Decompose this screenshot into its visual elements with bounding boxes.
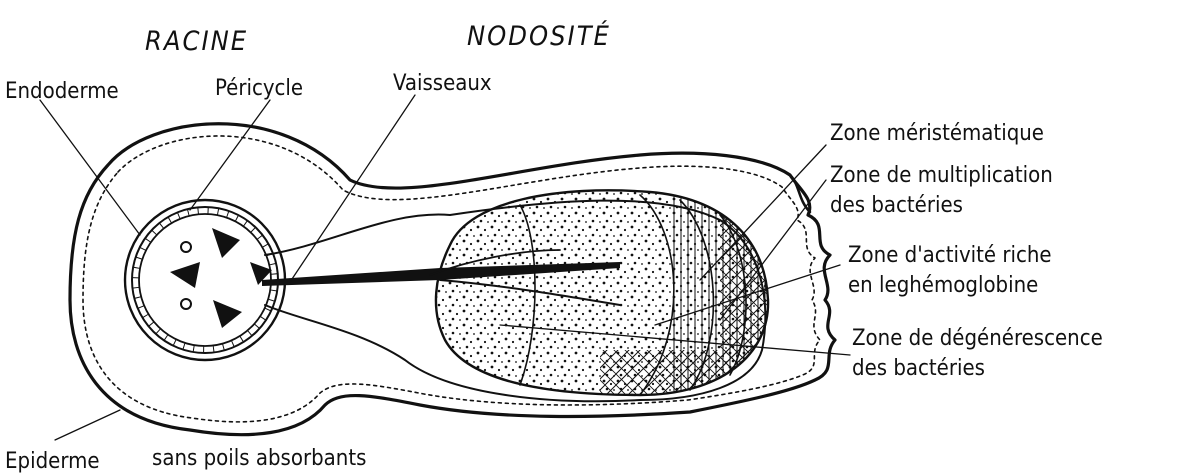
label-zone-multiplication-line2: des bactéries xyxy=(830,193,963,218)
label-zone-degenerescence-line1: Zone de dégénérescence xyxy=(852,326,1103,351)
label-sans-poils-absorbants: sans poils absorbants xyxy=(152,446,366,471)
vascular-bundles xyxy=(170,228,272,328)
label-endoderme: Endoderme xyxy=(5,79,119,104)
label-zone-degenerescence-line2: des bactéries xyxy=(852,356,985,381)
label-zone-multiplication-line1: Zone de multiplication xyxy=(830,163,1053,188)
title-nodosite: NODOSITÉ xyxy=(467,20,611,52)
label-vaisseaux: Vaisseaux xyxy=(393,71,492,96)
label-zone-activite-line2: en leghémoglobine xyxy=(848,273,1038,298)
label-zone-meristematique: Zone méristématique xyxy=(830,121,1044,146)
nodule-zones xyxy=(420,180,780,410)
label-epiderme: Epiderme xyxy=(5,449,100,474)
label-pericycle: Péricycle xyxy=(215,76,303,101)
title-racine: RACINE xyxy=(145,26,248,57)
label-zone-activite-line1: Zone d'activité riche xyxy=(848,243,1052,268)
